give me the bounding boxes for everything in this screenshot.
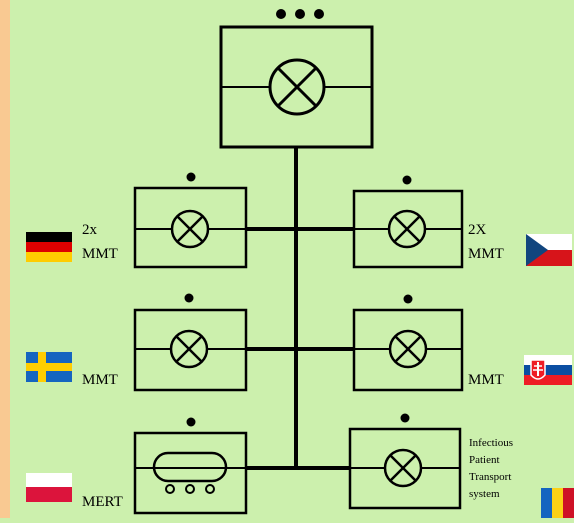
romania-label-line-1: Infectious [469, 437, 513, 449]
floodlight-icon [170, 209, 210, 249]
floodlight-icon [383, 448, 423, 488]
floodlight-icon [268, 58, 326, 116]
floodlight-icon [169, 329, 209, 369]
ambulance-icon [152, 451, 228, 494]
unit-frame [133, 431, 248, 515]
romania-label-line-4: system [469, 488, 500, 500]
poland-label: MERT [82, 494, 123, 510]
czech-flag [526, 234, 572, 266]
romania-label-line-2: Patient [469, 454, 500, 466]
unit-poland [133, 417, 248, 515]
sweden-label: MMT [82, 372, 118, 388]
dot [400, 413, 410, 423]
dot [402, 175, 412, 185]
top-unit [219, 9, 374, 149]
germany-flag [26, 232, 72, 262]
slovakia-label: MMT [468, 372, 504, 388]
germany-label-count: 2x [82, 222, 97, 238]
left-strip [0, 0, 10, 518]
dot [403, 294, 413, 304]
romania-flag [541, 488, 574, 518]
romania-label-line-3: Transport [469, 471, 512, 483]
unit-czech [352, 175, 464, 269]
germany-label-type: MMT [82, 246, 118, 262]
slovakia-flag [524, 355, 572, 385]
unit-frame [133, 186, 248, 269]
unit-germany [133, 172, 248, 269]
czech-label-count: 2X [468, 222, 487, 238]
floodlight-icon [387, 209, 427, 249]
dot [276, 9, 286, 19]
connector-lines [246, 147, 354, 470]
dot [186, 172, 196, 182]
dot [184, 293, 194, 303]
unit-romania [348, 413, 462, 510]
sweden-flag [26, 352, 72, 382]
unit-sweden [133, 293, 248, 392]
dot [295, 9, 305, 19]
czech-label-type: MMT [468, 246, 504, 262]
dot [186, 417, 196, 427]
poland-flag [26, 473, 72, 502]
unit-slovakia [352, 294, 464, 392]
dot [314, 9, 324, 19]
floodlight-icon [388, 329, 428, 369]
